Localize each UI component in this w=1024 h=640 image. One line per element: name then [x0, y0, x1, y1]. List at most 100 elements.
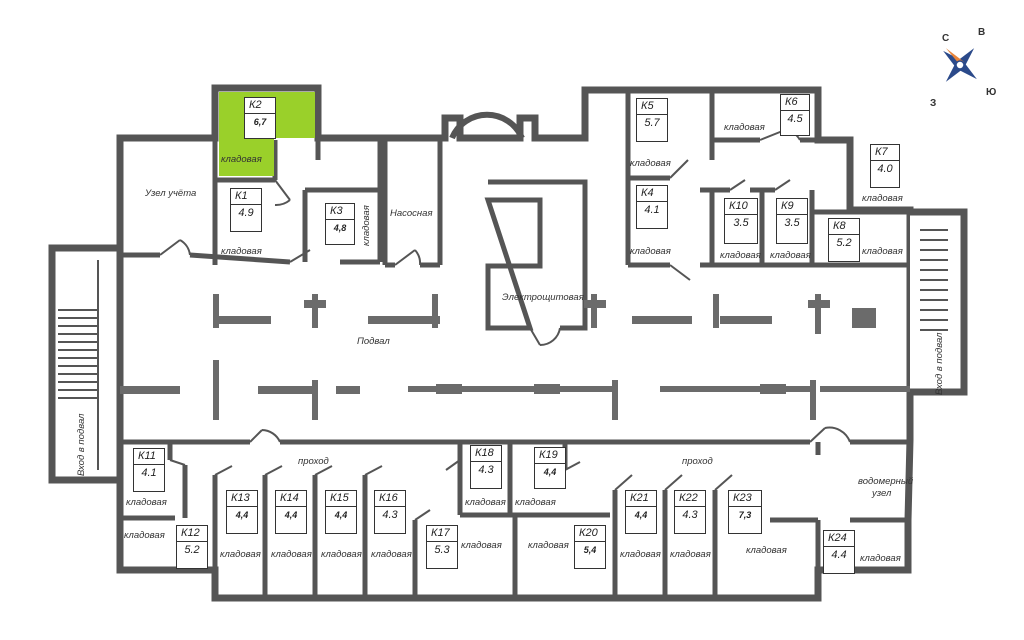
storeroom-label: кладовая — [271, 549, 312, 560]
room-nasosnaya: Насосная — [390, 208, 433, 219]
storeroom-label: кладовая — [221, 246, 262, 257]
storeroom-area: 4,4 — [535, 463, 565, 481]
storeroom-code: К15 — [330, 492, 349, 504]
storeroom-code: К3 — [330, 205, 343, 217]
storeroom-label: кладовая — [220, 549, 261, 560]
storeroom-area: 3.5 — [777, 214, 807, 232]
corridor-right: проход — [682, 456, 713, 467]
storeroom-area: 4.3 — [471, 461, 501, 479]
right-stair-wall — [910, 208, 968, 396]
storeroom-label: кладовая — [630, 158, 671, 169]
storeroom-label: кладовая — [746, 545, 787, 556]
storeroom-code: К5 — [641, 100, 654, 112]
storeroom-area: 4,4 — [227, 506, 257, 524]
storeroom-area: 4.1 — [637, 201, 667, 219]
right-stairs — [920, 229, 948, 331]
corridor-left: проход — [298, 456, 329, 467]
storeroom-area: 4,4 — [276, 506, 306, 524]
storeroom-area: 4.5 — [781, 110, 809, 128]
storeroom-label: кладовая — [862, 193, 903, 204]
storeroom-label: кладовая — [124, 530, 165, 541]
storeroom-label: кладовая — [620, 549, 661, 560]
storeroom-area: 5.3 — [427, 541, 457, 559]
storeroom-code: К7 — [875, 146, 888, 158]
columns — [120, 294, 910, 420]
storeroom-label: кладовая — [361, 205, 372, 246]
storeroom-label: кладовая — [528, 540, 569, 551]
storeroom-label: кладовая — [670, 549, 711, 560]
storeroom-code: К13 — [231, 492, 250, 504]
storeroom-area: 4.0 — [871, 160, 899, 178]
storeroom-label: кладовая — [126, 497, 167, 508]
partitions — [117, 92, 910, 598]
storeroom-label: кладовая — [465, 497, 506, 508]
room-podval: Подвал — [357, 336, 390, 347]
storeroom-code: К1 — [235, 190, 248, 202]
storeroom-code: К20 — [579, 527, 598, 539]
storeroom-code: К4 — [641, 187, 654, 199]
storeroom-area: 5.2 — [829, 234, 859, 252]
storeroom-label: кладовая — [515, 497, 556, 508]
storeroom-code: К2 — [249, 99, 262, 111]
storeroom-area: 4.4 — [824, 546, 854, 564]
storeroom-area: 5.2 — [177, 541, 207, 559]
storeroom-label: кладовая — [860, 553, 901, 564]
entrance-right: Вход в подвал — [934, 332, 945, 395]
storeroom-area: 5,4 — [575, 541, 605, 559]
room-elektroshchitovaya: Электрощитовая — [502, 292, 584, 303]
compass-east: В — [978, 27, 986, 38]
compass-north: С — [942, 33, 950, 44]
storeroom-code: К17 — [431, 527, 450, 539]
compass-icon — [943, 48, 977, 82]
entry-arc — [449, 111, 525, 140]
room-vodomerny-line2: узел — [872, 488, 892, 499]
storeroom-code: К6 — [785, 96, 798, 108]
storeroom-code: К12 — [181, 527, 200, 539]
doors — [159, 129, 851, 521]
storeroom-label: кладовая — [630, 246, 671, 257]
storeroom-area: 4,8 — [326, 219, 354, 237]
storeroom-code: К16 — [379, 492, 398, 504]
compass-west: З — [930, 98, 937, 109]
storeroom-code: К11 — [138, 450, 156, 462]
storeroom-label: кладовая — [221, 154, 262, 165]
left-stair-wall — [48, 244, 124, 484]
storeroom-label: кладовая — [862, 246, 903, 257]
storeroom-code: К23 — [733, 492, 752, 504]
storeroom-area: 4.3 — [675, 506, 705, 524]
storeroom-area: 4.3 — [375, 506, 405, 524]
storeroom-label: кладовая — [321, 549, 362, 560]
storeroom-code: К18 — [475, 447, 494, 459]
entrance-left: Вход в подвал — [76, 413, 87, 476]
highlight-storeroom-k2-lower — [219, 136, 274, 176]
storeroom-code: К21 — [630, 492, 649, 504]
storeroom-area: 3.5 — [725, 214, 757, 232]
storeroom-code: К9 — [781, 200, 794, 212]
compass-south: Ю — [986, 87, 997, 98]
